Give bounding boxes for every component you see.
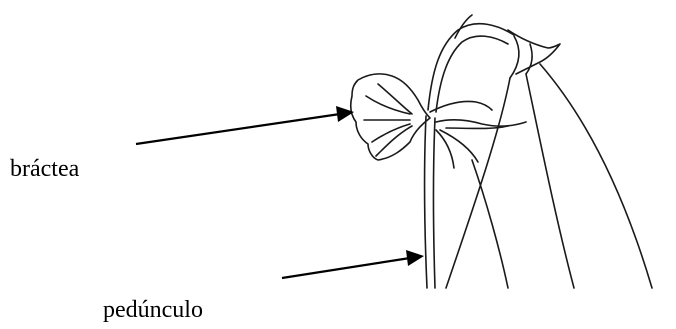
peduncle-arrow [282,250,424,278]
node-leaves [430,101,526,168]
peduncle-label: pedúnculo [103,298,203,322]
bract-shape [351,74,430,160]
pods [446,64,652,288]
calyx [508,30,560,78]
bract-arrow [136,106,354,144]
bract-label: bráctea [10,157,79,181]
arching-stem [428,15,514,112]
peduncle-stem [425,116,435,288]
